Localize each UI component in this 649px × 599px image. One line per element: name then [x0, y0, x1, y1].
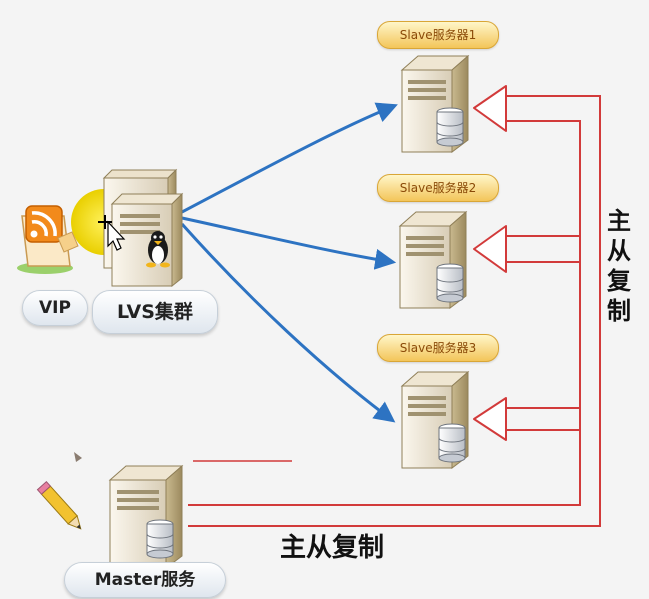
- arrowhead-slave1: [473, 85, 507, 132]
- replication-inner-line: [188, 120, 581, 506]
- linux-penguin-icon: [146, 231, 170, 268]
- database-icon-slave3: [438, 423, 466, 463]
- lb-arrow-slave2: [181, 216, 397, 270]
- replication-lines: [188, 95, 601, 527]
- master-server: [108, 464, 184, 569]
- master-label: Master服务: [64, 562, 226, 598]
- arrowhead-slave2: [473, 225, 507, 273]
- lvs-label: LVS集群: [92, 290, 218, 334]
- database-icon-master: [146, 519, 174, 559]
- small-mark: [74, 452, 82, 462]
- arrowhead-slave3: [473, 397, 507, 441]
- pencil-icon: [36, 480, 82, 530]
- replication-bottom-label: 主从复制: [280, 533, 385, 563]
- replication-outer-line: [188, 95, 601, 527]
- slave1-label: Slave服务器1: [377, 21, 499, 49]
- replication-arrowheads: [473, 85, 507, 441]
- cursor-icon: [98, 215, 126, 251]
- slave-server-1: [400, 54, 470, 153]
- slave-server-2: [398, 210, 468, 309]
- slave-server-3: [400, 370, 470, 469]
- lb-arrow-slave1: [181, 102, 398, 214]
- replication-vertical-label: 主从复制: [607, 207, 631, 325]
- slave3-label: Slave服务器3: [377, 334, 499, 362]
- lb-arrow-slave3: [180, 222, 396, 423]
- rss-icon: [17, 205, 79, 274]
- database-icon-slave2: [436, 263, 464, 303]
- lvs-server-front: [110, 192, 184, 288]
- database-icon-slave1: [436, 107, 464, 147]
- load-balance-arrows: [180, 102, 398, 423]
- vip-label: VIP: [22, 290, 88, 326]
- slave2-label: Slave服务器2: [377, 174, 499, 202]
